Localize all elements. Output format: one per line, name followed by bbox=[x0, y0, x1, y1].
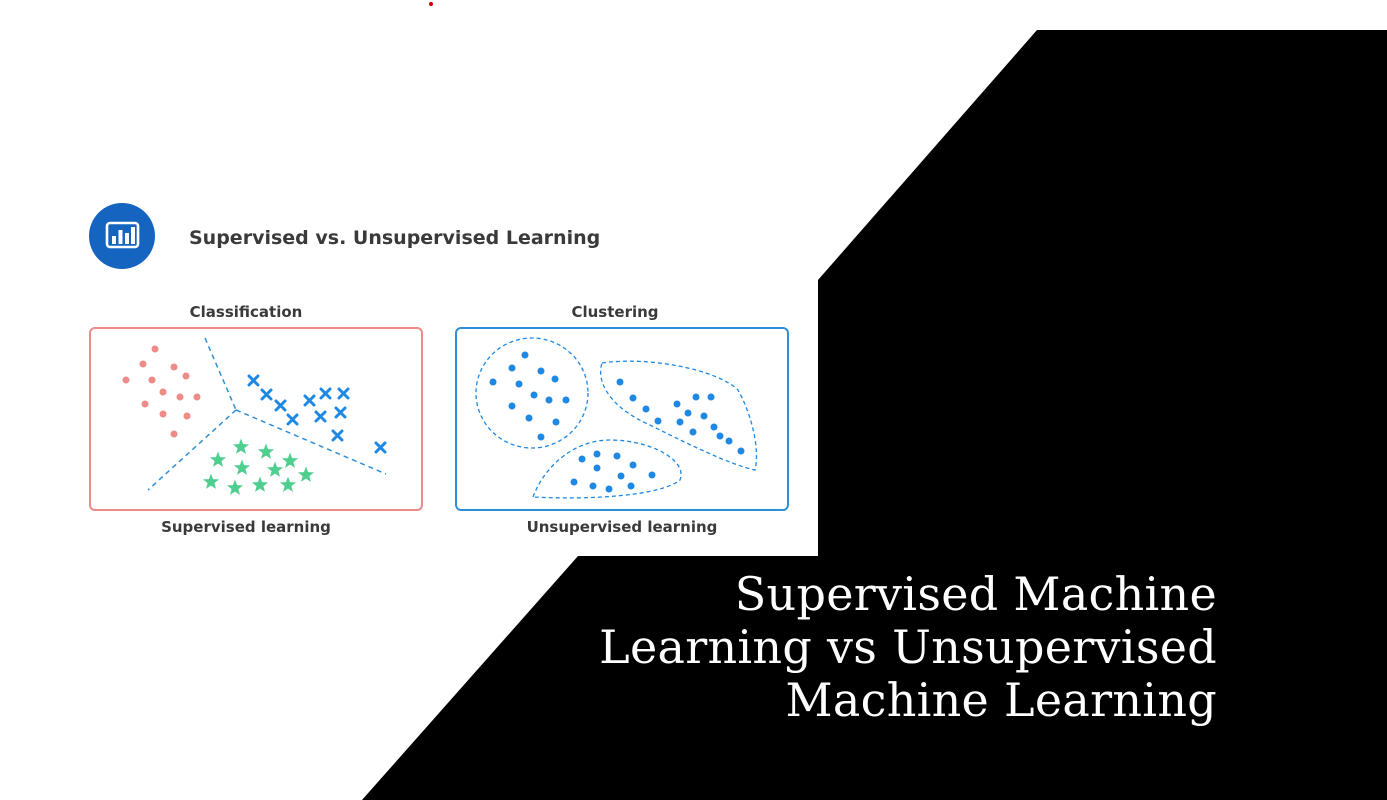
class-c-stars bbox=[202, 438, 315, 495]
slide-title: Supervised Machine Learning vs Unsupervi… bbox=[597, 568, 1217, 727]
dark-diagonal-band bbox=[362, 30, 1387, 800]
bar-chart-icon bbox=[89, 203, 155, 269]
star-marker bbox=[279, 476, 297, 492]
star-marker bbox=[209, 451, 227, 467]
classification-title: Classification bbox=[190, 303, 303, 321]
class-b-crosses bbox=[247, 374, 387, 454]
supervised-vs-unsupervised-figure: Supervised vs. Unsupervised Learning Cla… bbox=[89, 203, 789, 536]
figure-heading: Supervised vs. Unsupervised Learning bbox=[189, 227, 600, 249]
star-marker bbox=[251, 476, 269, 492]
decision-boundaries bbox=[147, 337, 387, 491]
clustering-panel-border bbox=[455, 327, 789, 511]
star-marker bbox=[202, 473, 220, 489]
star-marker bbox=[232, 438, 250, 454]
class-a-dots bbox=[122, 345, 201, 438]
slide-title-line-3: Machine Learning bbox=[785, 673, 1217, 727]
unsupervised-caption: Unsupervised learning bbox=[527, 518, 718, 536]
star-marker bbox=[281, 452, 299, 468]
star-marker bbox=[233, 459, 251, 475]
slide-title-line-1: Supervised Machine bbox=[734, 567, 1217, 621]
supervised-caption: Supervised learning bbox=[161, 518, 331, 536]
accent-dot bbox=[429, 2, 433, 6]
star-marker bbox=[226, 479, 244, 495]
slide-title-line-2: Learning vs Unsupervised bbox=[599, 620, 1217, 674]
cluster-outlines bbox=[475, 337, 758, 499]
classification-panel bbox=[89, 327, 423, 511]
star-marker bbox=[297, 466, 315, 482]
clustering-title: Clustering bbox=[571, 303, 658, 321]
clustering-panel bbox=[455, 327, 789, 511]
star-marker bbox=[266, 461, 284, 477]
star-marker bbox=[257, 443, 275, 459]
cluster-points bbox=[489, 351, 745, 493]
